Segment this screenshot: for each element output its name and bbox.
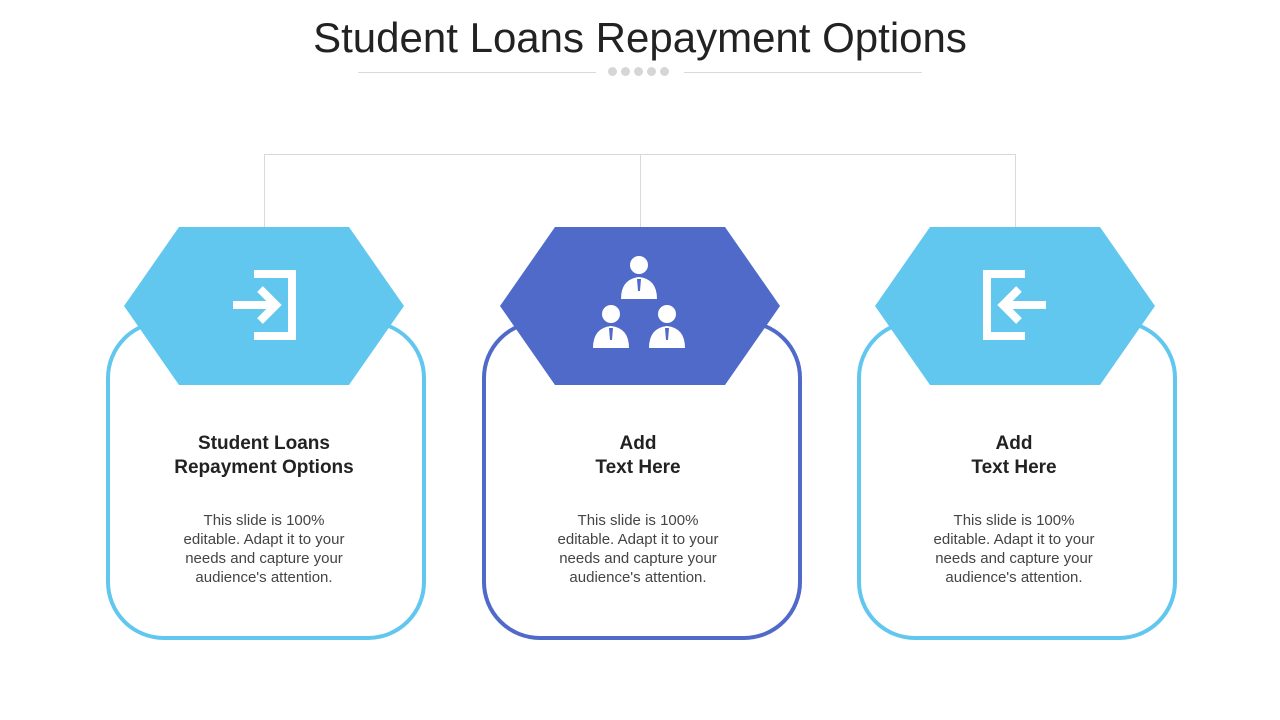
connector-branch-1	[264, 154, 265, 230]
hexagon-badge-3	[875, 227, 1155, 385]
title-divider-right	[684, 72, 922, 73]
title-divider-left	[358, 72, 596, 73]
card-body-3: This slide is 100% editable. Adapt it to…	[933, 512, 1095, 586]
hexagon-badge-2	[500, 227, 780, 385]
team-hierarchy-icon	[593, 256, 685, 348]
title-dots-ornament	[608, 67, 669, 76]
card-body-2: This slide is 100% editable. Adapt it to…	[557, 512, 719, 586]
sign-in-icon	[233, 270, 296, 340]
card-heading-2: Add Text Here	[595, 433, 681, 478]
slide-title: Student Loans Repayment Options	[313, 14, 967, 61]
hexagon-badge-1	[124, 227, 404, 385]
connector-branch-2	[640, 154, 641, 230]
card-body-1: This slide is 100% editable. Adapt it to…	[183, 512, 345, 586]
connector-branch-3	[1015, 154, 1016, 230]
sign-out-icon	[983, 270, 1046, 340]
card-heading-3: Add Text Here	[971, 433, 1057, 478]
card-heading-1: Student Loans Repayment Options	[174, 433, 354, 478]
